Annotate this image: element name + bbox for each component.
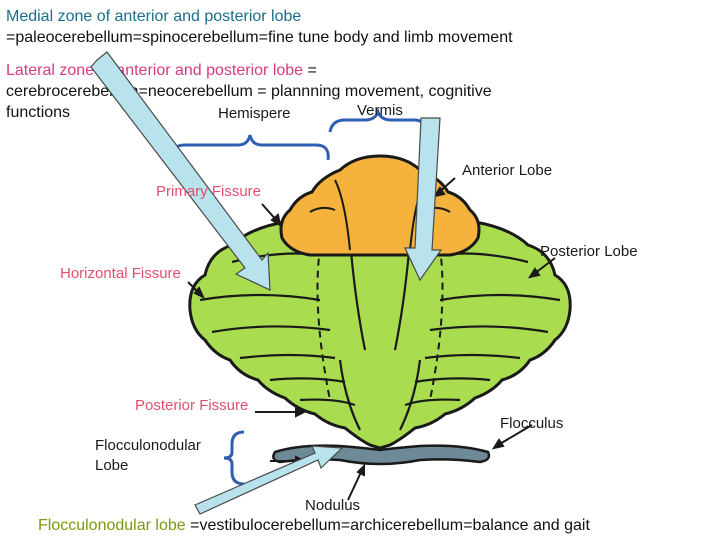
flocculonodular-footer: Flocculonodular lobe =vestibulocerebellu…: [38, 516, 590, 535]
posterior-lobe-shape: [188, 203, 572, 450]
flocculonodular-arrow: [194, 445, 344, 515]
medial-zone-arrow: [404, 117, 443, 282]
flocculonodular-label-line2: Lobe: [95, 457, 128, 474]
lateral-zone-title: Lateral zone of anterior and posterior l…: [6, 62, 304, 79]
callout-arrows: [90, 51, 443, 515]
primary-fissure-label: Primary Fissure: [156, 183, 261, 200]
hemisphere-bracket: [170, 134, 330, 161]
nodulus-label: Nodulus: [305, 497, 360, 514]
posterior-fissure-label: Posterior Fissure: [135, 397, 248, 414]
flocculus-label: Flocculus: [500, 415, 563, 432]
flocculonodular-label: Flocculonodular: [95, 437, 201, 454]
lateral-zone-arrow: [90, 51, 271, 291]
flocculonodular-description: =vestibulocerebellum=archicerebellum=bal…: [185, 517, 590, 534]
lateral-zone-description-cont: functions: [6, 104, 71, 121]
lateral-zone-title-line: Lateral zone of anterior and posterior l…: [6, 61, 317, 80]
flocculonodular-title: Flocculonodular lobe: [38, 517, 186, 534]
medial-zone-description: =paleocerebellum=spinocerebellum=fine tu…: [6, 29, 513, 46]
horizontal-fissure-label: Horizontal Fissure: [60, 265, 181, 282]
anterior-lobe-label: Anterior Lobe: [462, 162, 552, 179]
vermis-bracket: [328, 107, 428, 133]
flocculonodular-bracket: [223, 430, 245, 486]
medial-zone-title: Medial zone of anterior and posterior lo…: [6, 8, 302, 25]
posterior-lobe-label: Posterior Lobe: [540, 243, 638, 260]
hemisphere-label: Hemispere: [218, 105, 291, 122]
anterior-lobe-shape: [279, 154, 481, 257]
vermis-label: Vermis: [357, 102, 403, 119]
lateral-zone-equals: =: [303, 62, 317, 79]
